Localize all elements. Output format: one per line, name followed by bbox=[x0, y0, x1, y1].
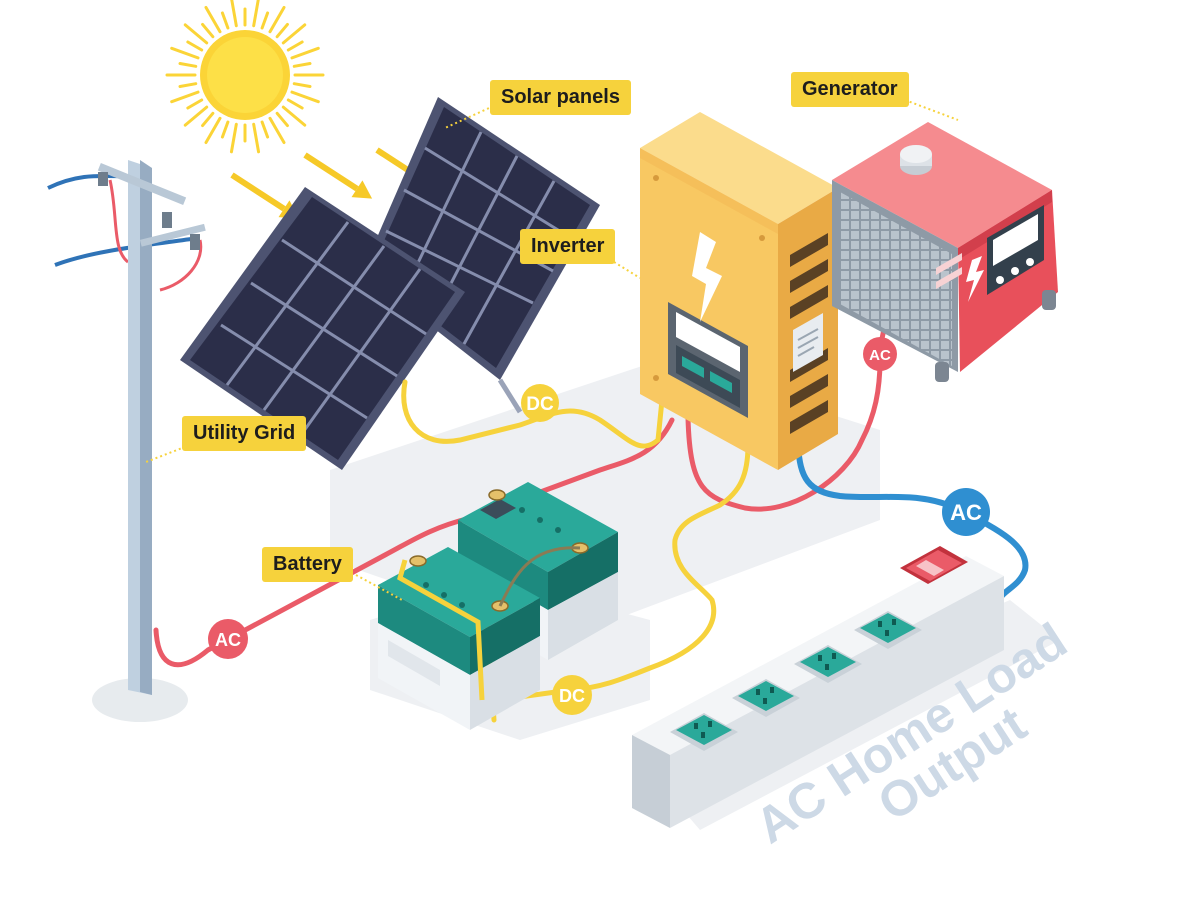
sun-ray bbox=[281, 105, 307, 127]
outlet-socket bbox=[670, 713, 738, 751]
label-battery: Battery bbox=[262, 547, 353, 582]
sun-ray bbox=[204, 5, 222, 34]
badge-dc-battery-text: DC bbox=[559, 686, 585, 706]
badge-ac-output-text: AC bbox=[950, 500, 982, 525]
sun-ray bbox=[252, 122, 261, 154]
sun-ray bbox=[220, 11, 230, 30]
sun-ray bbox=[201, 111, 215, 128]
sun-ray bbox=[290, 90, 320, 104]
utility-pole bbox=[47, 160, 206, 695]
sun-ray bbox=[286, 40, 304, 52]
label-utility-grid: Utility Grid bbox=[182, 416, 307, 451]
sun-ray bbox=[186, 40, 204, 52]
sun-ray bbox=[178, 82, 198, 88]
sun-ray bbox=[170, 90, 200, 104]
batteries bbox=[378, 482, 618, 730]
sun-ray bbox=[186, 98, 204, 110]
badge-dc-battery: DC bbox=[552, 675, 592, 715]
sun-ray bbox=[275, 111, 289, 128]
badge-dc-panels-text: DC bbox=[526, 394, 554, 415]
badge-ac-generator-text: AC bbox=[869, 347, 891, 364]
sun-ray bbox=[268, 116, 286, 145]
callout-leaders bbox=[145, 99, 959, 601]
power-strip bbox=[632, 546, 1004, 828]
badge-ac-output: AC bbox=[942, 488, 990, 536]
sun-ray bbox=[230, 0, 238, 28]
badge-ac-grid: AC bbox=[208, 619, 248, 659]
sun-ray bbox=[178, 62, 198, 68]
sun-ray bbox=[260, 120, 270, 139]
sun-ray bbox=[286, 98, 304, 110]
sun-ray bbox=[268, 5, 286, 34]
sun-ray bbox=[170, 46, 200, 60]
sun-ray bbox=[290, 46, 320, 60]
sun-icon bbox=[165, 0, 325, 154]
solar-panel-front bbox=[180, 187, 465, 470]
sun-ray bbox=[201, 22, 215, 39]
label-generator: Generator bbox=[791, 72, 909, 107]
sun-ray bbox=[275, 22, 289, 39]
label-solar-panels: Solar panels bbox=[490, 80, 631, 115]
outlet-socket bbox=[732, 679, 800, 717]
inverter bbox=[640, 112, 838, 470]
badge-ac-generator: AC bbox=[863, 337, 897, 371]
sun-ray bbox=[281, 23, 307, 45]
badge-ac-grid-text: AC bbox=[215, 630, 241, 650]
sun-ray bbox=[204, 116, 222, 145]
sun-ray bbox=[229, 122, 238, 154]
sun-ray bbox=[183, 105, 209, 127]
sun-ray bbox=[220, 120, 230, 139]
sun-ray bbox=[260, 11, 270, 30]
outlet-socket bbox=[854, 611, 922, 649]
sun-ray bbox=[252, 0, 260, 28]
sun-ray bbox=[292, 82, 312, 88]
badge-dc-panels: DC bbox=[521, 384, 559, 422]
label-inverter: Inverter bbox=[520, 229, 616, 264]
sun-ray bbox=[292, 62, 312, 68]
generator bbox=[832, 122, 1058, 382]
outlet-socket bbox=[794, 645, 862, 683]
sun-ray bbox=[183, 23, 209, 45]
lightning-icon bbox=[692, 232, 722, 322]
